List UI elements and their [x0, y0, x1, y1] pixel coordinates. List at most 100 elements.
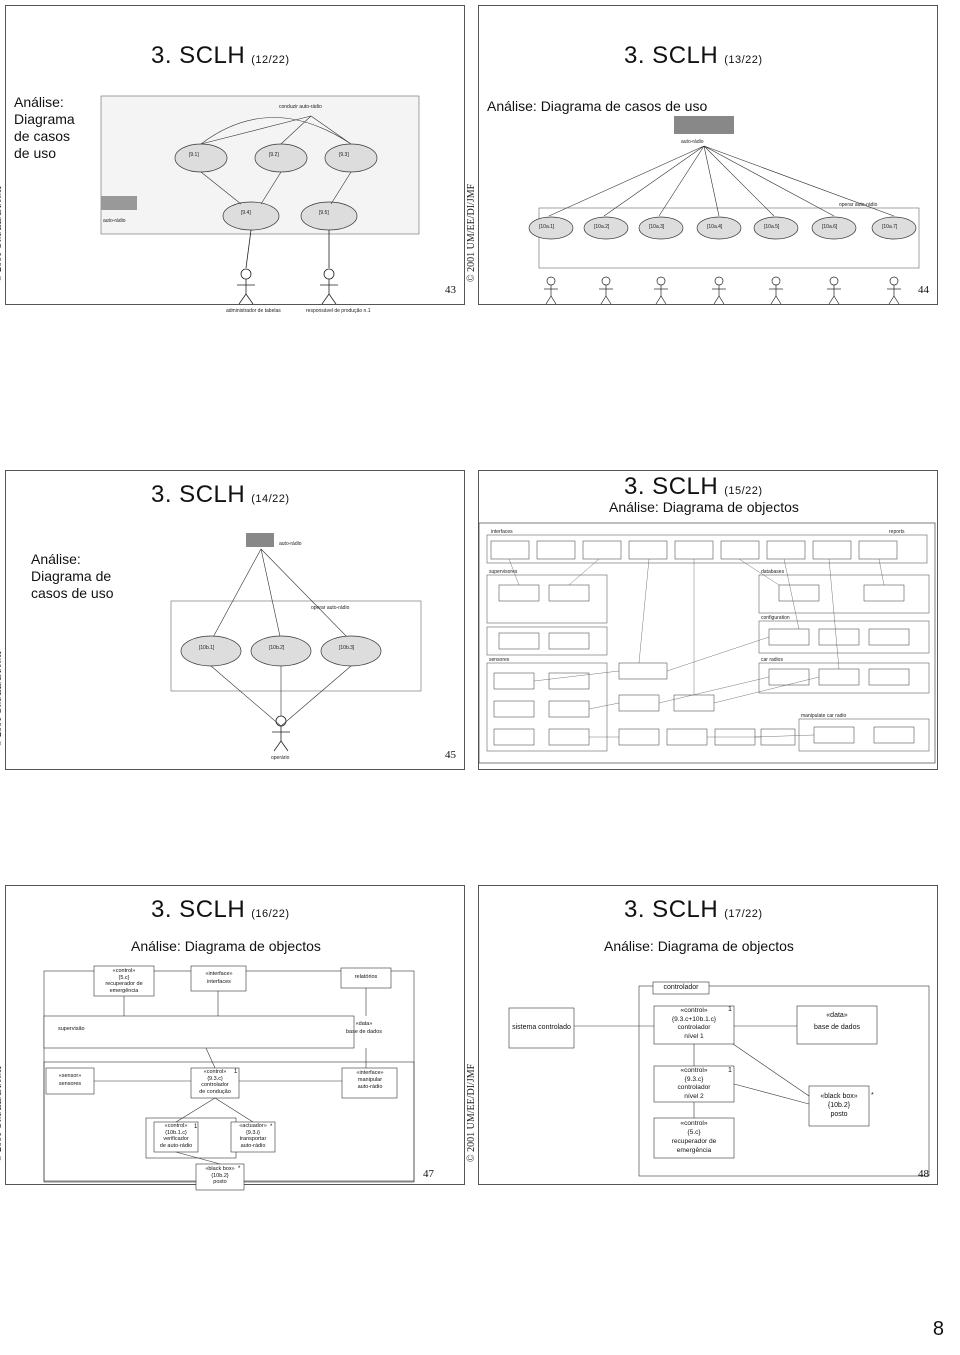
- group-label-sensores: sensores: [489, 657, 510, 663]
- group-label-configuration: configuration: [761, 615, 790, 621]
- slide-14: © 2001 UM/EE/DI/JMF 3. SCLH (14/22) Análi…: [0, 470, 465, 770]
- uc-9-4: [9.4]: [241, 210, 251, 216]
- slide-title: 3. SCLH (13/22): [624, 42, 763, 70]
- uc-10a-4: [10a.4]: [707, 224, 723, 230]
- uc-10b-2: [10b.2]: [269, 645, 285, 651]
- obj-sistema: sistema controlado: [512, 1024, 571, 1031]
- uc-10b-1: [10b.1]: [199, 645, 215, 651]
- title-fraction: (13/22): [724, 54, 763, 66]
- title-text: 3. SCLH: [624, 896, 719, 923]
- obj-transportar: «actuador» {9.3.i} transportar auto-rádi…: [239, 1123, 267, 1149]
- title-text: 3. SCLH: [151, 896, 246, 923]
- uc-9-5: [9.5]: [319, 210, 329, 216]
- object-diagram-17: [508, 981, 930, 1177]
- actor-icon: [237, 229, 338, 305]
- uc-10b-3: [10b.3]: [339, 645, 355, 651]
- slide-subtitle: Análise: Diagrama de casos de uso: [31, 551, 114, 601]
- use-case-diagram-3: auto-rádio operar auto-rádio [10b.1] [10…: [170, 533, 422, 761]
- title-fraction: (12/22): [251, 54, 290, 66]
- obj-base: «data» base de dados: [345, 1021, 383, 1035]
- obj-posto: «black box» {10b.2} posto: [820, 1093, 858, 1118]
- title-text: 3. SCLH: [624, 473, 719, 500]
- slide-number: 48: [918, 1168, 929, 1180]
- obj-verificador: «control» {10b.1.c} verificador de auto-…: [159, 1123, 193, 1149]
- uc-10a-6: [10a.6]: [822, 224, 838, 230]
- obj-nivel1: «control» {9.3.c+10b.1.c} controlador ní…: [671, 1007, 717, 1040]
- slide-13: © 2001 UM/EE/DI/JMF 3. SCLH (13/22) Análi…: [466, 5, 938, 305]
- obj-controlador: controlador: [663, 984, 699, 991]
- slide-number: 44: [918, 284, 929, 296]
- actor-icon: [272, 715, 290, 752]
- multiplicity-star: *: [871, 1092, 874, 1099]
- multiplicity-1: 1: [728, 1006, 732, 1013]
- slide-12: © 2001 UM/EE/DI/JMF 3. SCLH (12/22) Análi…: [0, 5, 465, 314]
- title-fraction: (15/22): [724, 485, 763, 497]
- slide-number: 45: [445, 749, 456, 761]
- title-fraction: (17/22): [724, 908, 763, 920]
- copyright: © 2001 UM/EE/DI/JMF: [466, 183, 477, 282]
- obj-controlador: «control» {9.3.c} controlador de conduçã…: [199, 1069, 231, 1095]
- multiplicity-star-b: *: [238, 1166, 241, 1172]
- obj-interfaces: «interface» interfaces: [205, 971, 233, 985]
- actor-label-1: administrador de tabelas: [226, 308, 281, 314]
- actor-label-2: responsável de produção n.1: [306, 308, 371, 314]
- slide-title: 3. SCLH (17/22): [624, 896, 763, 924]
- slide-subtitle: Análise: Diagrama de objectos: [609, 499, 799, 515]
- uc-9-3: [9.3]: [339, 152, 349, 158]
- group-label-supervisores: supervisores: [489, 569, 518, 575]
- uc-10a-2: [10a.2]: [594, 224, 610, 230]
- uc-10a-1: [10a.1]: [539, 224, 555, 230]
- uc-9-1: [9.1]: [189, 152, 199, 158]
- group-label-interfaces: interfaces: [491, 529, 513, 535]
- obj-manipular: «interface» manipular auto-rádio: [356, 1070, 384, 1090]
- use-case-diagram-2: auto-rádio operar auto-rádio [10a.1] [10…: [528, 116, 920, 305]
- copyright: © 2001 UM/EE/DI/JMF: [0, 648, 4, 747]
- page-number: 8: [932, 1318, 944, 1340]
- group-label-manipulate: manipulate car radio: [801, 713, 847, 719]
- slide-number: 43: [445, 284, 456, 296]
- obj-relatorios: relatórios: [354, 974, 378, 980]
- group-label-databases: databases: [761, 569, 785, 575]
- title-fraction: (16/22): [251, 908, 290, 920]
- obj-base: «data» base de dados: [814, 1012, 860, 1031]
- uc-9-2: [9.2]: [269, 152, 279, 158]
- slide-title: 3. SCLH (16/22): [151, 896, 290, 924]
- slide-subtitle: Análise: Diagrama de casos de uso: [487, 98, 708, 114]
- obj-recuperador: «control» {5.c} recuperador de emergênci…: [105, 968, 143, 994]
- slide-title: 3. SCLH (14/22): [151, 481, 290, 509]
- title-text: 3. SCLH: [151, 481, 246, 508]
- box-label: auto-rádio: [279, 541, 302, 547]
- obj-recuperador: «control» {5.c} recuperador de emergênci…: [671, 1120, 717, 1154]
- top-label: operar auto-rádio: [839, 202, 878, 208]
- title-fraction: (14/22): [251, 493, 290, 505]
- slide-16: © 2001 UM/EE/DI/JMF 3. SCLH (16/22) Análi…: [0, 885, 465, 1191]
- object-diagram-15: interfaces supervisores sensores reports…: [478, 522, 936, 764]
- slide-number: 47: [423, 1168, 434, 1180]
- group-label-reports: reports: [889, 529, 905, 535]
- title-text: 3. SCLH: [151, 42, 246, 69]
- slide-17: © 2001 UM/EE/DI/JMF 3. SCLH (17/22) Análi…: [466, 885, 938, 1185]
- multiplicity-1: 1: [234, 1069, 238, 1075]
- uc-10a-5: [10a.5]: [764, 224, 780, 230]
- multiplicity-1b: 1: [194, 1124, 198, 1130]
- copyright: © 2001 UM/EE/DI/JMF: [0, 1063, 4, 1162]
- top-label: conduzir auto-rádio: [279, 104, 322, 110]
- title-text: 3. SCLH: [624, 42, 719, 69]
- uc-10a-7: [10a.7]: [882, 224, 898, 230]
- obj-supervisao: supervisão: [58, 1026, 85, 1032]
- slide-subtitle: Análise: Diagrama de objectos: [604, 938, 794, 954]
- copyright: © 2001 UM/EE/DI/JMF: [0, 183, 4, 282]
- slide-subtitle: Análise: Diagrama de casos de uso: [14, 94, 75, 161]
- group-label-car-radios: car radios: [761, 657, 783, 663]
- multiplicity-star: *: [270, 1124, 273, 1130]
- box-label: auto-rádio: [681, 139, 704, 145]
- multiplicity-1b: 1: [728, 1067, 732, 1074]
- use-case-diagram-1: auto-rádio conduzir auto-rádio [9.1] [9.…: [100, 95, 420, 314]
- actor-icons: [544, 276, 901, 305]
- obj-nivel2: «control» {9.3.c} controlador nível 2: [677, 1067, 711, 1100]
- actor-label: operário: [271, 755, 290, 761]
- obj-sensores: «sensor» sensores: [58, 1073, 82, 1087]
- slide-subtitle: Análise: Diagrama de objectos: [131, 938, 321, 954]
- slide-title: 3. SCLH (15/22): [624, 473, 763, 501]
- copyright: © 2001 UM/EE/DI/JMF: [466, 1063, 477, 1162]
